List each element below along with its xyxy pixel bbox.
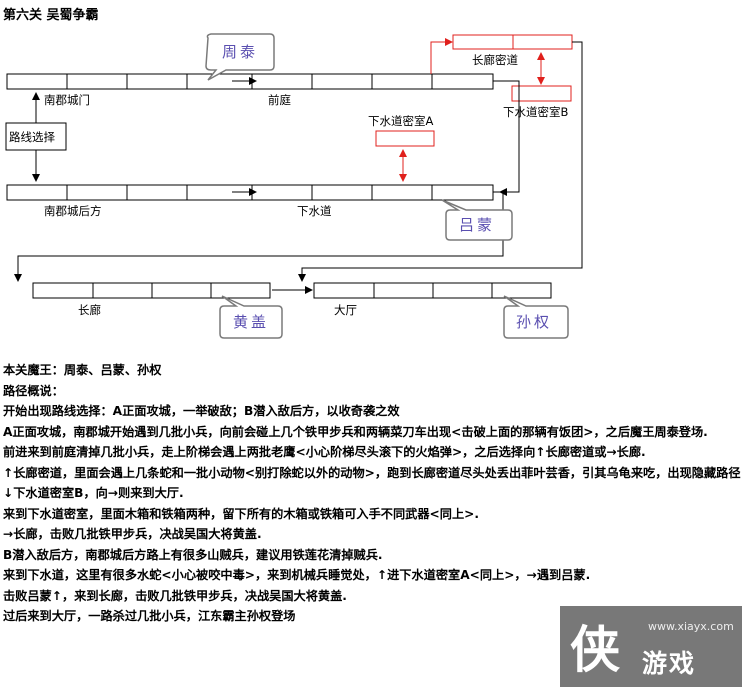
route-a-qianting: 前进来到前庭清掉几批小兵，走上阶梯会遇上两批老鹰<小心阶梯尽头滚下的火焰弹>，之…	[3, 445, 646, 459]
boss-bubble-zhoutai: 周泰	[205, 33, 275, 81]
label-changlang-mi: 长廊密道	[472, 53, 518, 67]
route-b-lvmeng: 击败吕蒙↑，来到长廊，击败几批铁甲步兵，决战吴国大将黄盖.	[3, 588, 347, 603]
secret-room-b	[511, 85, 572, 102]
arrow-sewer-to-corridor	[14, 191, 504, 282]
route-select-label: 路线选择	[9, 130, 55, 144]
boss-bubble-sunquan: 孙权	[503, 295, 569, 339]
route-hall: 过后来到大厅，一路杀过几批小兵，江东霸主孙权登场	[3, 609, 296, 623]
route-b-start: B潜入敌后方，南郡城后方路上有很多山贼兵，建议用铁莲花清掉贼兵.	[3, 547, 383, 562]
boss-name-sunquan: 孙权	[516, 313, 552, 331]
route-summary-heading: 路径概说：	[3, 383, 64, 398]
arrow-qianting-to-corridor	[493, 80, 520, 196]
boss-name-zhoutai: 周泰	[222, 43, 258, 61]
label-nanjun-gate: 南郡城门	[44, 93, 90, 107]
label-secret-a: 下水道密室A	[368, 114, 433, 128]
watermark-url: www.xiayx.com	[648, 620, 734, 633]
label-xiashuidao: 下水道	[297, 204, 332, 218]
watermark-logo: 侠	[570, 621, 620, 679]
boss-bubble-huanggai: 黄盖	[219, 295, 283, 339]
watermark: www.xiayx.com 侠 游戏	[560, 606, 742, 687]
label-dating: 大厅	[334, 303, 357, 317]
arrow-to-secret-passage	[430, 38, 453, 74]
boss-bubble-lvmeng: 吕蒙	[441, 199, 513, 241]
boss-name-huanggai: 黄盖	[233, 313, 269, 331]
route-select-box	[5, 122, 67, 151]
watermark-text: 游戏	[642, 649, 697, 678]
route-a-start: A正面攻城，南郡城开始遇到几批小兵，向前会碰上几个铁甲步兵和两辆菜刀车出现<击破…	[3, 424, 708, 439]
label-secret-b: 下水道密室B	[503, 105, 568, 119]
label-changlang: 长廊	[78, 303, 101, 317]
route-secret-room: 来到下水道密室，里面木箱和铁箱两种，留下所有的木箱或铁箱可入手不同武器<同上>.	[3, 506, 479, 521]
road-hall	[313, 282, 552, 299]
arrow-passage-to-hall	[298, 41, 583, 282]
secret-room-a	[375, 130, 435, 147]
route-diagram: 路线选择 南郡城门 前庭 南郡城后方 下水道 下水道密室A 长廊密道 下水道密室…	[5, 33, 583, 339]
label-qianting: 前庭	[268, 93, 291, 107]
route-corridor: →长廊，击败几批铁甲步兵，决战吴国大将黄盖.	[3, 527, 262, 541]
route-choice: 开始出现路线选择：A正面攻城，一举破敌；B潜入敌后方，以收奇袭之效	[3, 404, 400, 418]
page-title: 第六关 吴蜀争霸	[3, 8, 99, 23]
boss-name-lvmeng: 吕蒙	[459, 216, 495, 234]
label-nanjun-rear: 南郡城后方	[44, 204, 102, 218]
guide-text: 本关魔王：周泰、吕蒙、孙权 路径概说： 开始出现路线选择：A正面攻城，一举破敌；…	[3, 358, 741, 627]
road-corridor	[32, 282, 271, 299]
route-secret-passage: ↑长廊密道，里面会遇上几条蛇和一批小动物<别打除蛇以外的动物>，跑到长廊密道尽头…	[3, 465, 741, 501]
route-b-sewer: 来到下水道，这里有很多水蛇<小心被咬中毒>，来到机械兵睡觉处，↑进下水道密室A<…	[3, 568, 591, 582]
boss-list: 本关魔王：周泰、吕蒙、孙权	[3, 363, 162, 377]
